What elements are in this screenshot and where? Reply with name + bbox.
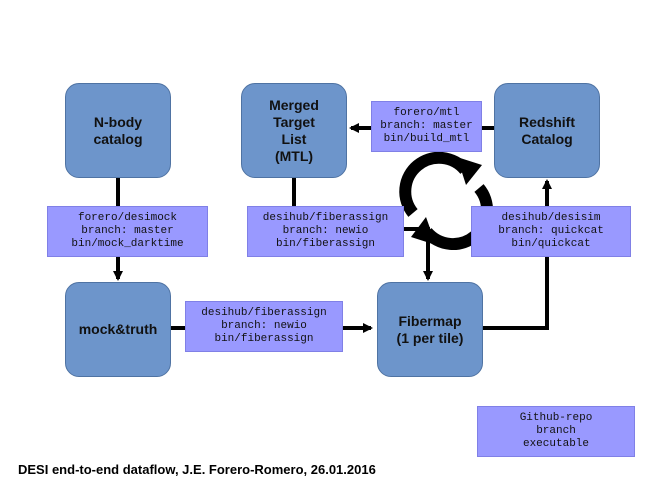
repo-box-mtl: forero/mtl branch: master bin/build_mtl <box>371 101 482 152</box>
repo-box-desisim: desihub/desisim branch: quickcat bin/qui… <box>471 206 631 257</box>
repo-box-fiberassign-bottom: desihub/fiberassign branch: newio bin/fi… <box>185 301 343 352</box>
repo-box-desimock: forero/desimock branch: master bin/mock_… <box>47 206 208 257</box>
cycle-icon <box>399 151 494 251</box>
caption: DESI end-to-end dataflow, J.E. Forero-Ro… <box>18 462 376 477</box>
node-mock-and-truth: mock&truth <box>65 282 171 377</box>
node-nbody-catalog: N-body catalog <box>65 83 171 178</box>
legend-box: Github-repo branch executable <box>477 406 635 457</box>
node-redshift-catalog: Redshift Catalog <box>494 83 600 178</box>
repo-box-fiberassign-top: desihub/fiberassign branch: newio bin/fi… <box>247 206 404 257</box>
node-fibermap: Fibermap (1 per tile) <box>377 282 483 377</box>
node-merged-target-list: Merged Target List (MTL) <box>241 83 347 178</box>
